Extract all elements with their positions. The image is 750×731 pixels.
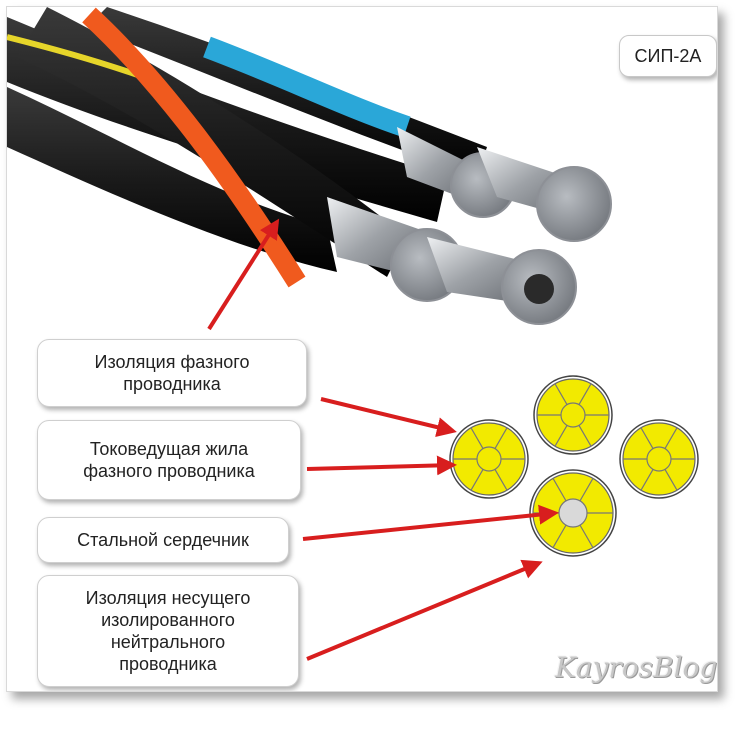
label-steel-core-text: Стальной сердечник (77, 530, 249, 550)
section-strand-line (579, 478, 594, 502)
section-strand-line (664, 469, 678, 491)
label-neutral-insulation: Изоляция несущего изолированного нейтрал… (37, 575, 299, 687)
arrow-steel-core (302, 504, 559, 541)
diagram-frame: СИП-2А Изоляция фазного проводника Токов… (6, 6, 718, 692)
section-strand-line (552, 478, 567, 502)
cross-section-phase-top (533, 375, 613, 455)
section-center-strand (560, 402, 586, 428)
cable-illustration (7, 7, 699, 661)
section-strand-line (664, 427, 678, 449)
pointer-arrows (207, 218, 559, 661)
cross-section-phase-left (449, 419, 529, 499)
section-strand-line (640, 469, 654, 491)
section-center-strand (646, 446, 672, 472)
section-center-strand (476, 446, 502, 472)
section-strand-line (579, 524, 594, 548)
cross-section-phase-right (619, 419, 699, 499)
section-strand-line (552, 524, 567, 548)
label-phase-conductor-text: Токоведущая жила фазного проводника (83, 439, 255, 481)
arrow-neutral-insulation (306, 559, 543, 661)
cross-section-neutral (529, 469, 617, 557)
section-strand-line (554, 425, 568, 447)
arrow-phase-insulation-section (320, 397, 457, 437)
section-strand-line (494, 427, 508, 449)
label-steel-core: Стальной сердечник (37, 517, 289, 563)
section-strand-line (578, 383, 592, 405)
label-phase-insulation-text: Изоляция фазного проводника (94, 352, 250, 394)
cross-section-diagram (449, 375, 699, 557)
cable-type-label: СИП-2А (619, 35, 717, 77)
section-strand-line (640, 427, 654, 449)
arrow-phase-conductor (306, 455, 457, 476)
label-neutral-insulation-text: Изоляция несущего изолированного нейтрал… (85, 588, 251, 674)
section-strand-line (554, 383, 568, 405)
section-strand-line (470, 469, 484, 491)
cable-bundle (7, 7, 612, 325)
steel-core (558, 498, 588, 528)
section-strand-line (578, 425, 592, 447)
section-strand-line (494, 469, 508, 491)
arrow-phase-insulation (207, 218, 280, 331)
section-strand-line (470, 427, 484, 449)
watermark: KayrosBlog.Ru (555, 651, 718, 684)
conductor-ends (327, 127, 612, 325)
label-phase-conductor: Токоведущая жила фазного проводника (37, 420, 301, 500)
label-phase-insulation: Изоляция фазного проводника (37, 339, 307, 407)
